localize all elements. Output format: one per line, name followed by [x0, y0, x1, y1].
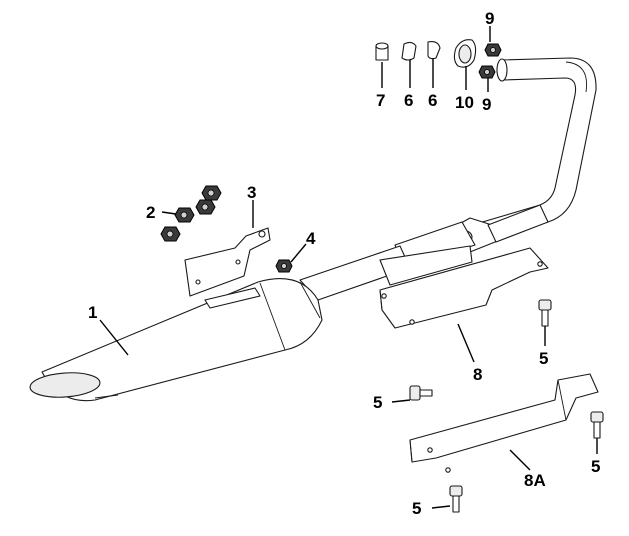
callout-9b: 9: [482, 95, 491, 114]
nut-2d: [160, 226, 181, 242]
muffler: [29, 278, 323, 402]
callout-4: 4: [306, 229, 316, 248]
callout-5a: 5: [539, 349, 548, 368]
muffler-bracket-strap: [204, 287, 261, 309]
callout-5d: 5: [412, 499, 421, 518]
nut-9-lower: [478, 65, 496, 79]
callout-9a: 9: [485, 9, 494, 28]
nut-4: [275, 259, 293, 273]
bolt-5-c: [590, 411, 604, 439]
bolt-5-d: [449, 485, 463, 513]
nut-9-upper: [484, 43, 502, 57]
heat-shield-8: [379, 247, 549, 329]
callout-8a: 8A: [524, 471, 546, 490]
callout-2: 2: [146, 203, 155, 222]
half-ring-6b: [427, 41, 441, 60]
mounting-bracket-3: [184, 227, 271, 297]
leader-5b: [391, 399, 411, 403]
leader-1: [99, 319, 129, 356]
callout-10: 10: [455, 93, 474, 112]
nut-2a: [201, 185, 222, 201]
mid-pipe: [299, 245, 473, 301]
nuts-2: [160, 185, 222, 242]
leader-2: [161, 211, 177, 215]
nut-2b: [174, 207, 195, 223]
bolt-5-a: [538, 299, 552, 327]
callout-3: 3: [247, 183, 256, 202]
leader-5d: [431, 505, 451, 509]
callout-6b: 6: [428, 91, 437, 110]
callout-1: 1: [88, 303, 97, 322]
leader-lines: [99, 26, 598, 509]
callout-7: 7: [376, 91, 385, 110]
callout-5c: 5: [591, 457, 600, 476]
collar-7: [375, 42, 389, 61]
half-ring-6a: [401, 41, 417, 61]
bolt-5-b: [409, 385, 433, 401]
callout-8: 8: [473, 365, 482, 384]
gasket-flange-10: [453, 39, 477, 68]
heat-shield-8a: [409, 373, 599, 473]
nut-2c: [195, 199, 216, 215]
leader-8a: [509, 449, 531, 471]
callout-5b: 5: [373, 393, 382, 412]
callout-labels: 1 2 3 4 7 6 6 10 9 9 8 5 5 5 5 8A: [88, 9, 600, 518]
callout-6a: 6: [404, 91, 413, 110]
leader-4: [290, 243, 307, 263]
leader-8: [457, 323, 475, 363]
